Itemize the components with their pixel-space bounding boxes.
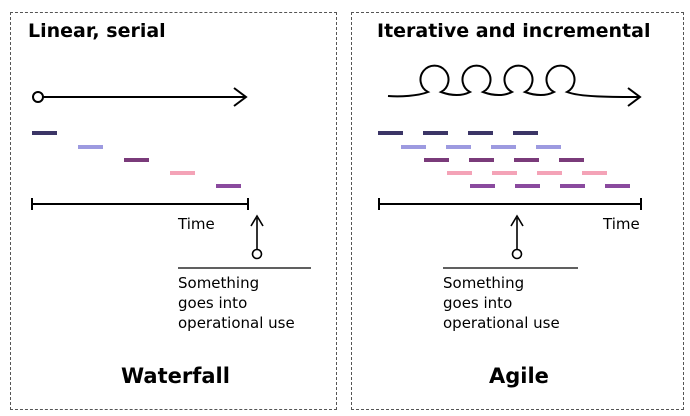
agile-time-label: Time (603, 215, 640, 233)
agile-release-marker (443, 214, 578, 269)
waterfall-panel (10, 12, 337, 410)
iterative-loop-arrow (387, 64, 642, 107)
waterfall-note-line-1: Something (178, 274, 260, 292)
agile-note-line-3: operational use (443, 314, 560, 332)
agile-note: Something goes into operational use (443, 273, 560, 333)
waterfall-name: Waterfall (121, 364, 230, 388)
waterfall-time-axis (31, 198, 249, 210)
agile-note-line-1: Something (443, 274, 525, 292)
waterfall-release-marker (178, 214, 311, 269)
waterfall-note: Something goes into operational use (178, 273, 295, 333)
agile-name: Agile (489, 364, 549, 388)
agile-note-line-2: goes into (443, 294, 513, 312)
waterfall-phase-bars (32, 131, 241, 188)
agile-iteration-bars (378, 131, 630, 188)
agile-time-axis (378, 198, 642, 210)
waterfall-heading: Linear, serial (28, 20, 166, 42)
waterfall-time-label: Time (178, 215, 215, 233)
waterfall-note-line-3: operational use (178, 314, 295, 332)
waterfall-note-line-2: goes into (178, 294, 248, 312)
agile-heading: Iterative and incremental (377, 20, 651, 42)
agile-panel (351, 12, 684, 410)
linear-arrow (32, 87, 248, 107)
